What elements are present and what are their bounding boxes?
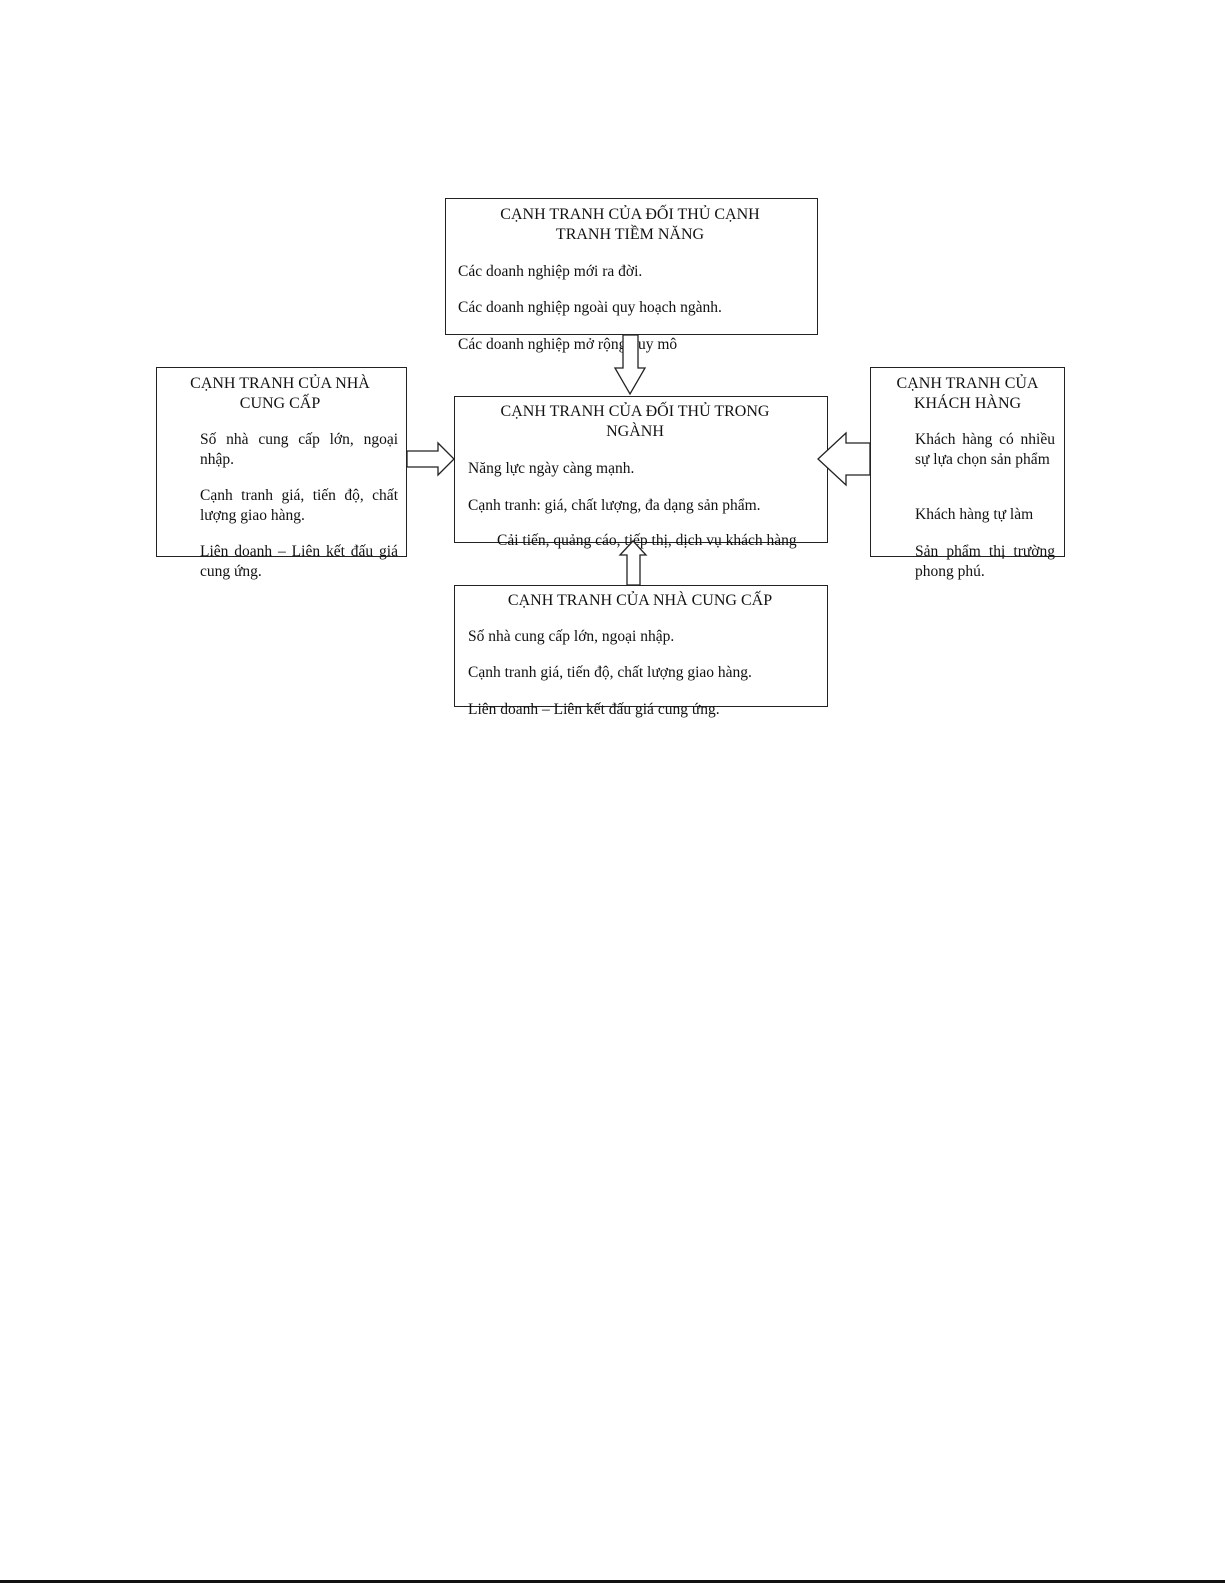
- suppliers-left-item-2: Cạnh tranh giá, tiến độ, chất lượng giao…: [200, 487, 398, 524]
- arrow-right-icon: [406, 441, 455, 477]
- suppliers-left-item-3: Liên doanh – Liên kết đấu giá cung ứng.: [200, 543, 398, 580]
- industry-rivals-title: CẠNH TRANH CỦA ĐỐI THỦ TRONG NGÀNH: [500, 403, 770, 440]
- arrow-up-icon: [618, 540, 648, 586]
- suppliers-left-item-1: Số nhà cung cấp lớn, ngoại nhập.: [200, 431, 398, 468]
- suppliers-bottom-item-1: Số nhà cung cấp lớn, ngoại nhập.: [468, 628, 675, 645]
- industry-rivals-item-2: Cạnh tranh: giá, chất lượng, đa dạng sản…: [468, 497, 761, 514]
- customers-item-2: Khách hàng tự làm: [915, 506, 1034, 523]
- customers-item-1: Khách hàng có nhiều sự lựa chọn sản phẩm: [915, 431, 1055, 468]
- customers-title: CẠNH TRANH CỦA KHÁCH HÀNG: [896, 375, 1039, 412]
- potential-entrants-item-2: Các doanh nghiệp ngoài quy hoạch ngành.: [458, 299, 722, 316]
- arrow-left-icon: [817, 431, 871, 487]
- customers-item-3: Sản phẩm thị trường phong phú.: [915, 543, 1055, 580]
- industry-rivals-box: [454, 396, 828, 543]
- suppliers-bottom-item-2: Cạnh tranh giá, tiến độ, chất lượng giao…: [468, 664, 752, 681]
- page-bottom-rule: [0, 1580, 1225, 1583]
- industry-rivals-item-3: Cải tiến, quảng cáo, tiếp thị, dịch vụ k…: [497, 532, 797, 549]
- industry-rivals-item-1: Năng lực ngày càng mạnh.: [468, 460, 635, 477]
- suppliers-left-title: CẠNH TRANH CỦA NHÀ CUNG CẤP: [190, 375, 370, 412]
- suppliers-bottom-item-3: Liên doanh – Liên kết đấu giá cung ứng.: [468, 701, 720, 718]
- potential-entrants-title: CẠNH TRANH CỦA ĐỐI THỦ CẠNH TRANH TIỀM N…: [500, 206, 760, 243]
- suppliers-bottom-box: [454, 585, 828, 707]
- potential-entrants-item-1: Các doanh nghiệp mới ra đời.: [458, 263, 643, 280]
- arrow-down-icon: [613, 334, 647, 396]
- suppliers-bottom-title: CẠNH TRANH CỦA NHÀ CUNG CẤP: [507, 592, 773, 609]
